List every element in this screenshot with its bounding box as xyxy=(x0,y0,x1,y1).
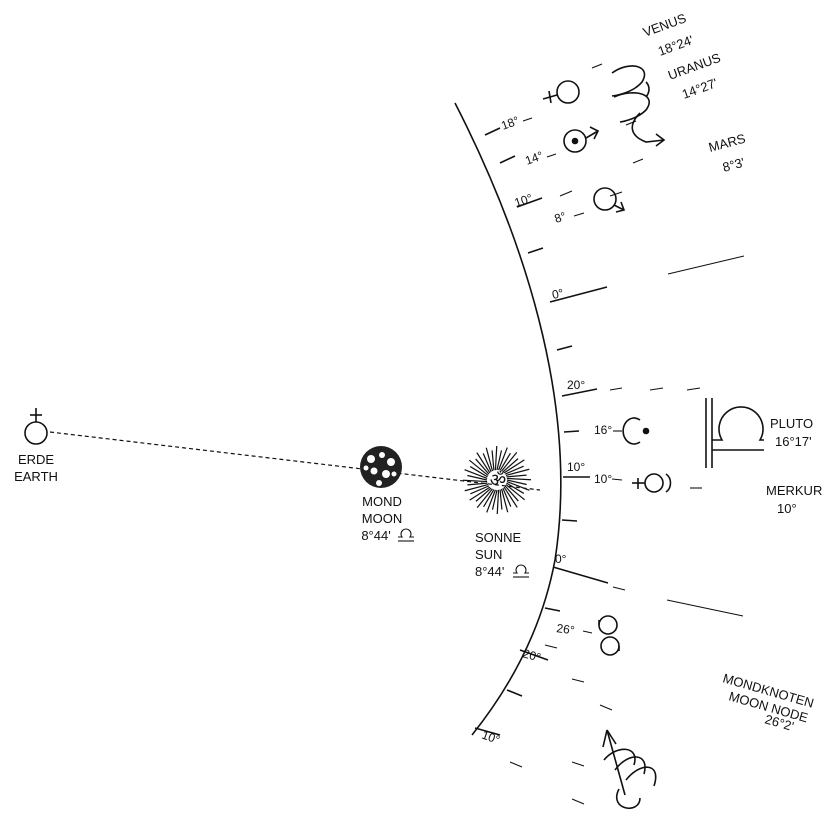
sun-ray xyxy=(502,458,519,473)
sun-ray xyxy=(503,459,525,474)
earth-sightline xyxy=(49,431,541,491)
leader-dashes xyxy=(522,117,623,634)
sun-ray xyxy=(506,481,530,491)
sun-ray xyxy=(502,487,512,507)
scale-label-14: 14° xyxy=(523,148,545,167)
outer-dashes xyxy=(509,63,745,805)
moon-label-en: MOON xyxy=(362,511,402,526)
sun-ray xyxy=(486,489,496,513)
mars-position: 8°3' xyxy=(721,155,746,175)
sun-ray xyxy=(505,468,530,477)
mercury-position: 10° xyxy=(777,501,797,516)
sun-ray xyxy=(469,466,488,478)
sun-ray xyxy=(491,450,495,471)
scale-label-16: 16° xyxy=(594,423,612,437)
uranus-position: 14°27' xyxy=(680,75,720,102)
sun-ray xyxy=(464,469,488,479)
earth-glyph xyxy=(24,408,48,445)
venus-glyph xyxy=(542,80,580,104)
virgo-sign xyxy=(602,729,657,809)
sun-ray xyxy=(462,479,488,483)
moon-disc xyxy=(360,446,402,488)
sun-ray xyxy=(494,445,498,471)
pluto-position: 16°17' xyxy=(775,434,812,449)
mars-glyph xyxy=(593,187,626,213)
mercury-glyph xyxy=(632,473,672,493)
sun-ray xyxy=(476,488,493,509)
sun-ray xyxy=(496,489,500,515)
venus-position: 18°24' xyxy=(656,32,696,59)
sun-disc: ॐ xyxy=(462,445,532,515)
sun-face-icon: ॐ xyxy=(490,470,506,490)
scale-label-26: 26° xyxy=(556,621,576,637)
sun-ray xyxy=(504,465,524,475)
libra-glyph xyxy=(398,528,414,542)
sun-ray xyxy=(506,479,527,486)
sun-ray xyxy=(483,489,495,508)
sun-ray xyxy=(506,477,532,481)
scale-ticks xyxy=(474,127,609,736)
uranus-glyph xyxy=(563,126,600,153)
sun-ray xyxy=(498,447,508,471)
mercury-name: MERKUR xyxy=(766,483,822,498)
sun-ray xyxy=(475,458,490,475)
moon-position: 8°44' xyxy=(361,528,390,543)
scorpio-sign xyxy=(611,65,666,147)
sun-ray xyxy=(467,474,488,481)
sun-ray xyxy=(501,451,518,472)
moon-node-glyph xyxy=(598,615,620,656)
earth-label-de: ERDE xyxy=(18,452,54,467)
scale-label-10b: 10° xyxy=(567,460,585,474)
moon-glyph xyxy=(622,417,650,445)
scale-label-18: 18° xyxy=(499,113,521,132)
scale-label-0a: 0° xyxy=(551,286,565,302)
sun-position: 8°44' xyxy=(475,564,504,579)
pluto-name: PLUTO xyxy=(770,416,813,431)
sun-ray xyxy=(506,474,527,478)
sun-ray xyxy=(482,453,492,473)
moon-label-de: MOND xyxy=(362,494,402,509)
sun-ray xyxy=(467,482,488,486)
sun-ray xyxy=(505,484,526,501)
scale-label-8: 8° xyxy=(553,209,568,226)
sun-ray xyxy=(504,485,519,502)
scale-label-10-merkur: 10° xyxy=(594,472,612,486)
sun-ray xyxy=(496,450,503,471)
sun-ray xyxy=(485,447,494,472)
sun-ray xyxy=(476,452,491,474)
sun-label-de: SONNE xyxy=(475,530,522,545)
scale-label-20: 20° xyxy=(567,378,585,392)
earth-label-en: EARTH xyxy=(14,469,58,484)
mars-name: MARS xyxy=(707,131,747,155)
sun-ray xyxy=(468,459,489,476)
sun-ray xyxy=(506,482,525,494)
zodiac-arc xyxy=(454,102,562,736)
scale-label-0b: 0° xyxy=(555,552,567,566)
leo-sign xyxy=(705,398,764,468)
sun-ray xyxy=(469,486,491,501)
sun-ray xyxy=(464,483,489,492)
sun-ray xyxy=(491,489,498,510)
scale-label-20c: 20° xyxy=(521,646,542,664)
sun-label-en: SUN xyxy=(475,547,502,562)
scale-label-10c: 10° xyxy=(480,728,502,747)
sun-ray xyxy=(499,452,511,471)
sun-ray xyxy=(503,486,518,508)
libra-glyph xyxy=(513,564,529,578)
scale-label-10a: 10° xyxy=(513,191,535,210)
sun-ray xyxy=(499,489,503,510)
sun-ray xyxy=(475,487,492,502)
sun-ray xyxy=(470,485,490,495)
sun-ray xyxy=(500,488,509,513)
